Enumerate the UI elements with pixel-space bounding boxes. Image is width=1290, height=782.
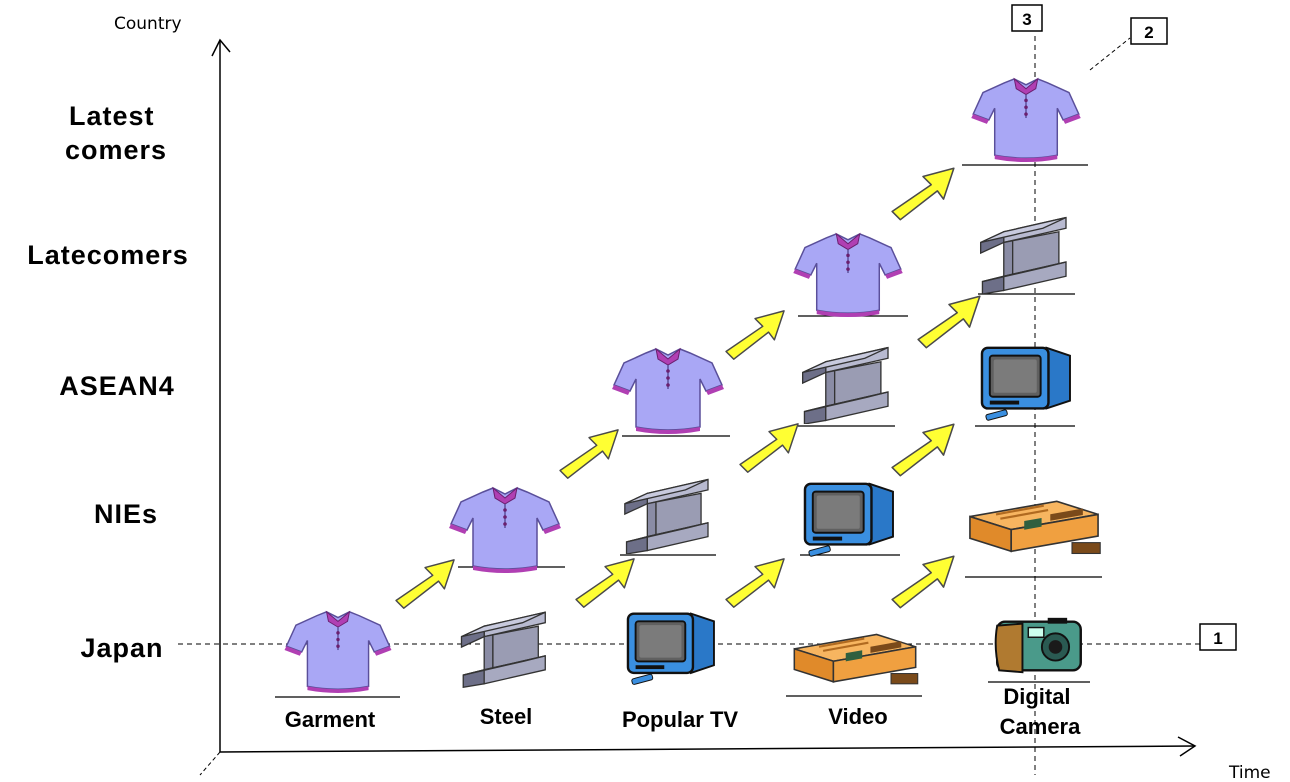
marker-3: 3 [1011, 4, 1043, 32]
depth-axis-back [1089, 37, 1131, 71]
shirt-icon [283, 611, 393, 694]
steel-beam-icon [801, 346, 889, 424]
x-axis-label: Time [1228, 763, 1271, 782]
arrow-icon [725, 558, 785, 608]
axes: Country Time [114, 14, 1271, 782]
y-axis-label: Country [114, 14, 182, 34]
product-label-digital-camera-line-2: Camera [1000, 714, 1081, 739]
arrow-icon [559, 429, 619, 479]
shelf-lines [275, 164, 1102, 698]
country-label-japan: Japan [80, 633, 163, 663]
product-label-video: Video [828, 704, 888, 729]
arrow-icon [739, 423, 799, 473]
arrow-icon [395, 559, 455, 609]
tv-icon [626, 612, 716, 687]
arrow-icon [891, 423, 955, 477]
arrow-icon [575, 558, 635, 608]
product-labels: Garment Steel Popular TV Video Digital C… [285, 684, 1081, 739]
product-label-steel: Steel [480, 704, 533, 729]
shirt-icon [792, 233, 904, 318]
digital-camera-icon [994, 616, 1082, 674]
country-label-latecomers: Latecomers [27, 240, 189, 270]
country-label-asean4: ASEAN4 [59, 371, 175, 401]
steel-beam-icon [624, 478, 709, 554]
product-label-digital-camera: Digital Camera [1000, 684, 1081, 739]
x-axis-arrowhead [1177, 736, 1197, 757]
product-label-garment: Garment [285, 707, 376, 732]
depth-axis-front [199, 751, 221, 776]
tv-icon [803, 482, 895, 558]
country-label-latest-comers-line-2: comers [65, 135, 167, 165]
country-label-latest-comers-line-1: Latest [69, 101, 155, 131]
marker-1: 1 [1199, 623, 1237, 651]
video-recorder-icon [793, 633, 919, 685]
arrow-icon [917, 295, 981, 349]
steel-beam-icon [979, 216, 1067, 294]
shirt-icon [611, 348, 725, 435]
country-labels: Latest comers Latecomers ASEAN4 NIEs Jap… [27, 101, 189, 663]
country-label-latest-comers: Latest comers [65, 101, 167, 165]
arrow-icon [891, 555, 955, 609]
steel-beam-icon [460, 611, 546, 688]
y-axis-arrowhead [211, 38, 231, 57]
marker-1-label: 1 [1213, 629, 1222, 648]
marker-3-label: 3 [1022, 10, 1031, 29]
shirt-icon [970, 78, 1082, 163]
arrow-icon [725, 310, 785, 360]
arrow-icon [891, 167, 955, 221]
country-label-nies: NIEs [94, 499, 158, 529]
marker-2-label: 2 [1144, 23, 1153, 42]
shirt-icon [448, 487, 562, 574]
video-recorder-icon [968, 500, 1102, 555]
marker-2: 2 [1130, 17, 1168, 45]
x-axis [219, 745, 1196, 753]
product-label-popular-tv: Popular TV [622, 707, 738, 732]
tv-icon [980, 346, 1072, 422]
product-label-digital-camera-line-1: Digital [1003, 684, 1070, 709]
